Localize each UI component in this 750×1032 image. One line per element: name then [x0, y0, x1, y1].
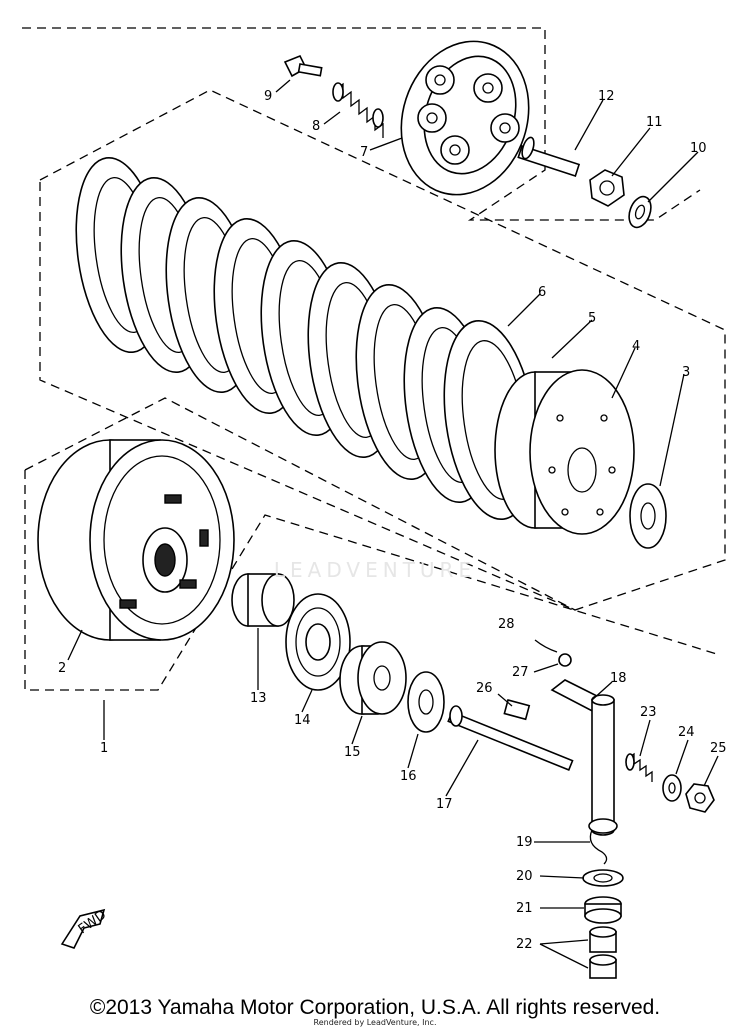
callout-12: 12	[598, 89, 615, 104]
bushing-22b	[589, 954, 617, 979]
watermark: LEADVENTURE	[273, 558, 477, 582]
lock-nut	[589, 169, 625, 207]
group-outline-clutch-pack	[39, 89, 726, 611]
callout-18: 18	[610, 671, 627, 686]
callout-7: 7	[360, 145, 368, 160]
callout-9: 9	[264, 89, 272, 104]
callout-21: 21	[516, 901, 533, 916]
callout-13: 13	[250, 691, 267, 706]
washer-10	[628, 195, 652, 229]
adjuster-nut	[685, 783, 715, 813]
callout-23: 23	[640, 705, 657, 720]
callout-5: 5	[588, 311, 596, 326]
copyright-notice: ©2013 Yamaha Motor Corporation, U.S.A. A…	[89, 996, 661, 1019]
leader-lines	[67, 79, 719, 969]
callout-3: 3	[682, 365, 690, 380]
callout-20: 20	[516, 869, 533, 884]
callout-2: 2	[58, 661, 66, 676]
callout-10: 10	[690, 141, 707, 156]
callout-8: 8	[312, 119, 320, 134]
adjusting-screw	[625, 752, 653, 782]
group-outline-primary-housing	[24, 397, 721, 691]
group-outline-pressure-plate	[22, 27, 701, 221]
oil-seal	[582, 869, 624, 887]
thrust-washer	[629, 483, 667, 549]
primary-driven-gear	[37, 439, 235, 641]
callout-11: 11	[646, 115, 663, 130]
return-spring	[588, 818, 618, 865]
callout-1: 1	[100, 741, 108, 756]
callout-24: 24	[678, 725, 695, 740]
push-lever-shaft	[447, 705, 574, 772]
pin-clip	[534, 639, 572, 667]
clutch-plate-stack	[75, 156, 537, 521]
callout-25: 25	[710, 741, 727, 756]
callout-19: 19	[516, 835, 533, 850]
fwd-arrow-icon: FWD	[60, 908, 109, 949]
gear-14	[285, 593, 351, 691]
callout-22: 22	[516, 937, 533, 952]
clutch-boss	[494, 369, 635, 535]
rendered-by-note: Rendered by LeadVenture, Inc.	[313, 1018, 437, 1027]
callout-4: 4	[632, 339, 640, 354]
washer-16	[407, 671, 445, 733]
callout-14: 14	[294, 713, 311, 728]
gear-15	[339, 641, 407, 715]
spring-bolt	[283, 54, 323, 78]
callout-17: 17	[436, 797, 453, 812]
callout-27: 27	[512, 665, 529, 680]
callout-15: 15	[344, 745, 361, 760]
pressure-plate	[400, 40, 530, 196]
bushing-22a	[589, 926, 617, 953]
washer-24	[662, 774, 682, 802]
callout-26: 26	[476, 681, 493, 696]
callout-6: 6	[538, 285, 546, 300]
clutch-spring	[332, 82, 384, 138]
callout-28: 28	[498, 617, 515, 632]
callout-16: 16	[400, 769, 417, 784]
callout-labels: 1 2 3 4 5 6 7 8 9 10 11 12 13 14 15 16 1…	[58, 89, 727, 952]
push-rod	[517, 136, 581, 177]
bushing	[231, 573, 295, 627]
bearing-21	[584, 896, 622, 924]
